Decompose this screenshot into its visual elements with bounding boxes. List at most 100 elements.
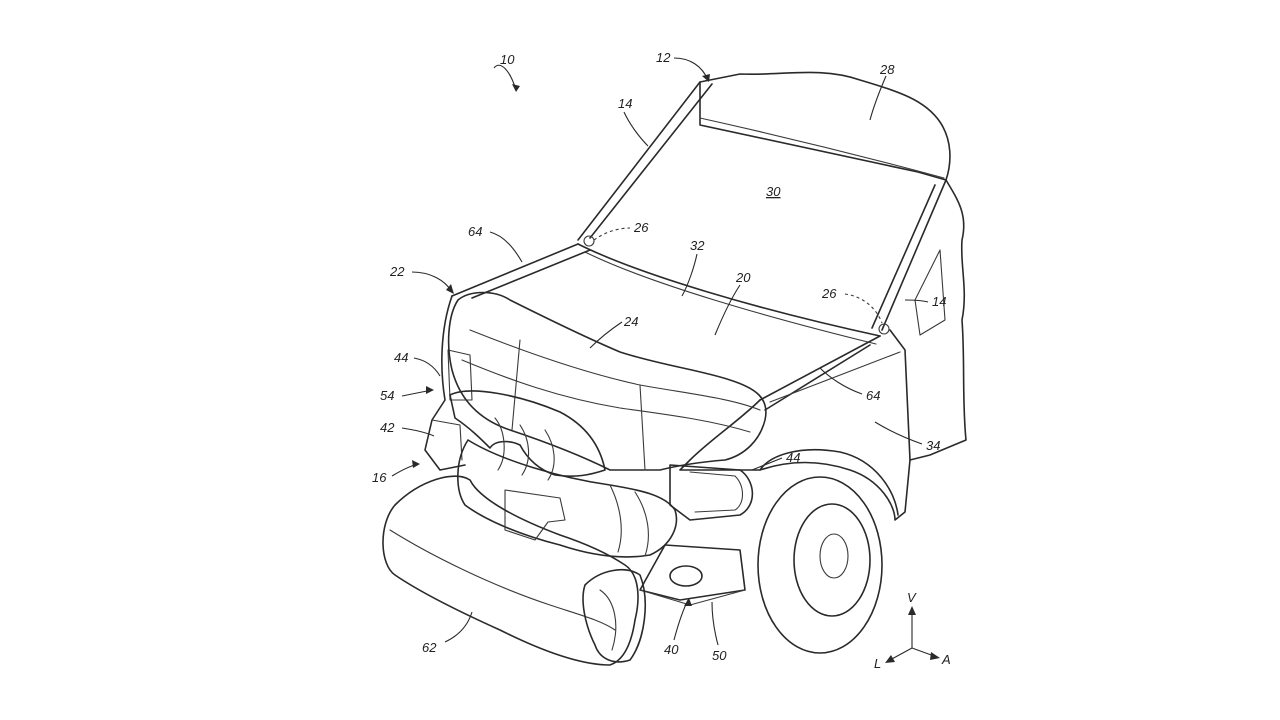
label-14a: 14 [618, 96, 632, 111]
lower-airbag-outline [382, 475, 639, 666]
leader-14b [904, 299, 929, 303]
leader-32 [681, 253, 698, 297]
bumper [639, 544, 746, 601]
mid-airbag-pleat-2 [634, 491, 649, 557]
hood-airbag-seam-1 [469, 329, 761, 411]
leader-10-arrow [512, 84, 520, 92]
left-headlamp [447, 349, 473, 401]
wheel-arch [759, 448, 899, 516]
leader-34 [874, 421, 923, 445]
reference-point-left [583, 235, 595, 247]
axis-label-v: V [907, 590, 917, 605]
leader-40-arrow [684, 598, 692, 606]
leader-22-arrow [446, 284, 454, 294]
leader-24 [589, 321, 623, 349]
label-14b: 14 [932, 294, 946, 309]
license-plate-recess [504, 489, 566, 541]
label-54: 54 [380, 388, 394, 403]
axis-axial [911, 647, 935, 657]
leader-14a [623, 111, 649, 147]
roof-header-line [699, 117, 945, 179]
leader-62 [444, 611, 473, 643]
lower-airbag-end-cap [582, 569, 646, 663]
leader-64a [489, 231, 523, 263]
grille-lobe-right [544, 429, 555, 481]
cowl-line [577, 243, 881, 337]
axis-axial-arrow [930, 652, 940, 660]
axis-lateral [889, 647, 913, 661]
label-30: 30 [766, 184, 781, 199]
leader-12-arrow [702, 74, 710, 82]
label-12: 12 [656, 50, 671, 65]
windshield-right-pillar-inner [871, 184, 936, 329]
lower-airbag-end-pleat [599, 589, 617, 651]
label-34: 34 [926, 438, 940, 453]
grille-lobe-left [494, 417, 505, 471]
label-40: 40 [664, 642, 679, 657]
grille-lobe-mid [519, 424, 530, 476]
label-10: 10 [500, 52, 515, 67]
lower-airbag [382, 475, 646, 666]
left-front-corner [424, 295, 466, 471]
front-wheel-tire [757, 476, 883, 654]
axis-label-l: L [874, 656, 881, 671]
hood-airbag-outline [447, 291, 767, 471]
windshield-left-pillar [577, 81, 701, 241]
label-28: 28 [879, 62, 895, 77]
windshield-right-pillar [881, 179, 947, 331]
label-32: 32 [690, 238, 705, 253]
axis-label-a: A [941, 652, 951, 667]
front-wheel-rim [793, 503, 871, 617]
leader-42 [401, 427, 435, 437]
label-16: 16 [372, 470, 387, 485]
label-26a: 26 [633, 220, 649, 235]
reference-points [583, 227, 890, 335]
label-44a: 44 [394, 350, 408, 365]
right-headlamp-inner [689, 471, 744, 513]
right-side-crease [769, 351, 901, 403]
label-24: 24 [623, 314, 638, 329]
hood-right-edge-2 [764, 344, 871, 411]
hood-airbag-seam-3 [639, 384, 646, 471]
label-22: 22 [389, 264, 405, 279]
hood-airbag-seam-2 [461, 359, 751, 433]
mid-airbag-pleat-1 [609, 484, 622, 553]
leader-26-left [593, 227, 631, 241]
fog-lamp [669, 565, 703, 587]
reference-point-right [878, 323, 890, 335]
label-50: 50 [712, 648, 727, 663]
label-44b: 44 [786, 450, 800, 465]
leader-10 [493, 64, 517, 91]
roof-outline [699, 71, 951, 181]
right-headlamp [669, 464, 754, 521]
hood-left-edge-2 [471, 249, 591, 299]
hood-left-edge [451, 243, 579, 297]
windshield-left-pillar-inner [589, 83, 713, 239]
leader-54-arrow [426, 386, 434, 394]
label-64b: 64 [866, 388, 880, 403]
axis-lateral-arrow [885, 655, 895, 663]
reference-numerals: 10 12 14 28 30 64 26 22 32 20 26 14 24 4… [372, 50, 946, 663]
label-64a: 64 [468, 224, 482, 239]
mid-airbag-body [457, 439, 678, 558]
label-42: 42 [380, 420, 395, 435]
hood-airbag [447, 291, 767, 471]
axis-triad: V L A [874, 590, 951, 671]
leader-26-right [844, 293, 883, 324]
leader-20 [714, 284, 741, 336]
cowl-line-inner [584, 251, 877, 345]
leader-44a [413, 357, 441, 377]
leader-64b [819, 367, 863, 395]
right-fender [679, 329, 911, 521]
lower-airbag-front-face [389, 529, 616, 631]
axis-vertical-arrow [908, 606, 916, 615]
leader-16-arrow [412, 460, 420, 468]
leader-22 [411, 271, 453, 293]
grille-airbag [449, 390, 678, 558]
label-20: 20 [735, 270, 751, 285]
label-62: 62 [422, 640, 437, 655]
front-wheel-hub [819, 533, 849, 579]
vehicle-body [424, 71, 967, 654]
